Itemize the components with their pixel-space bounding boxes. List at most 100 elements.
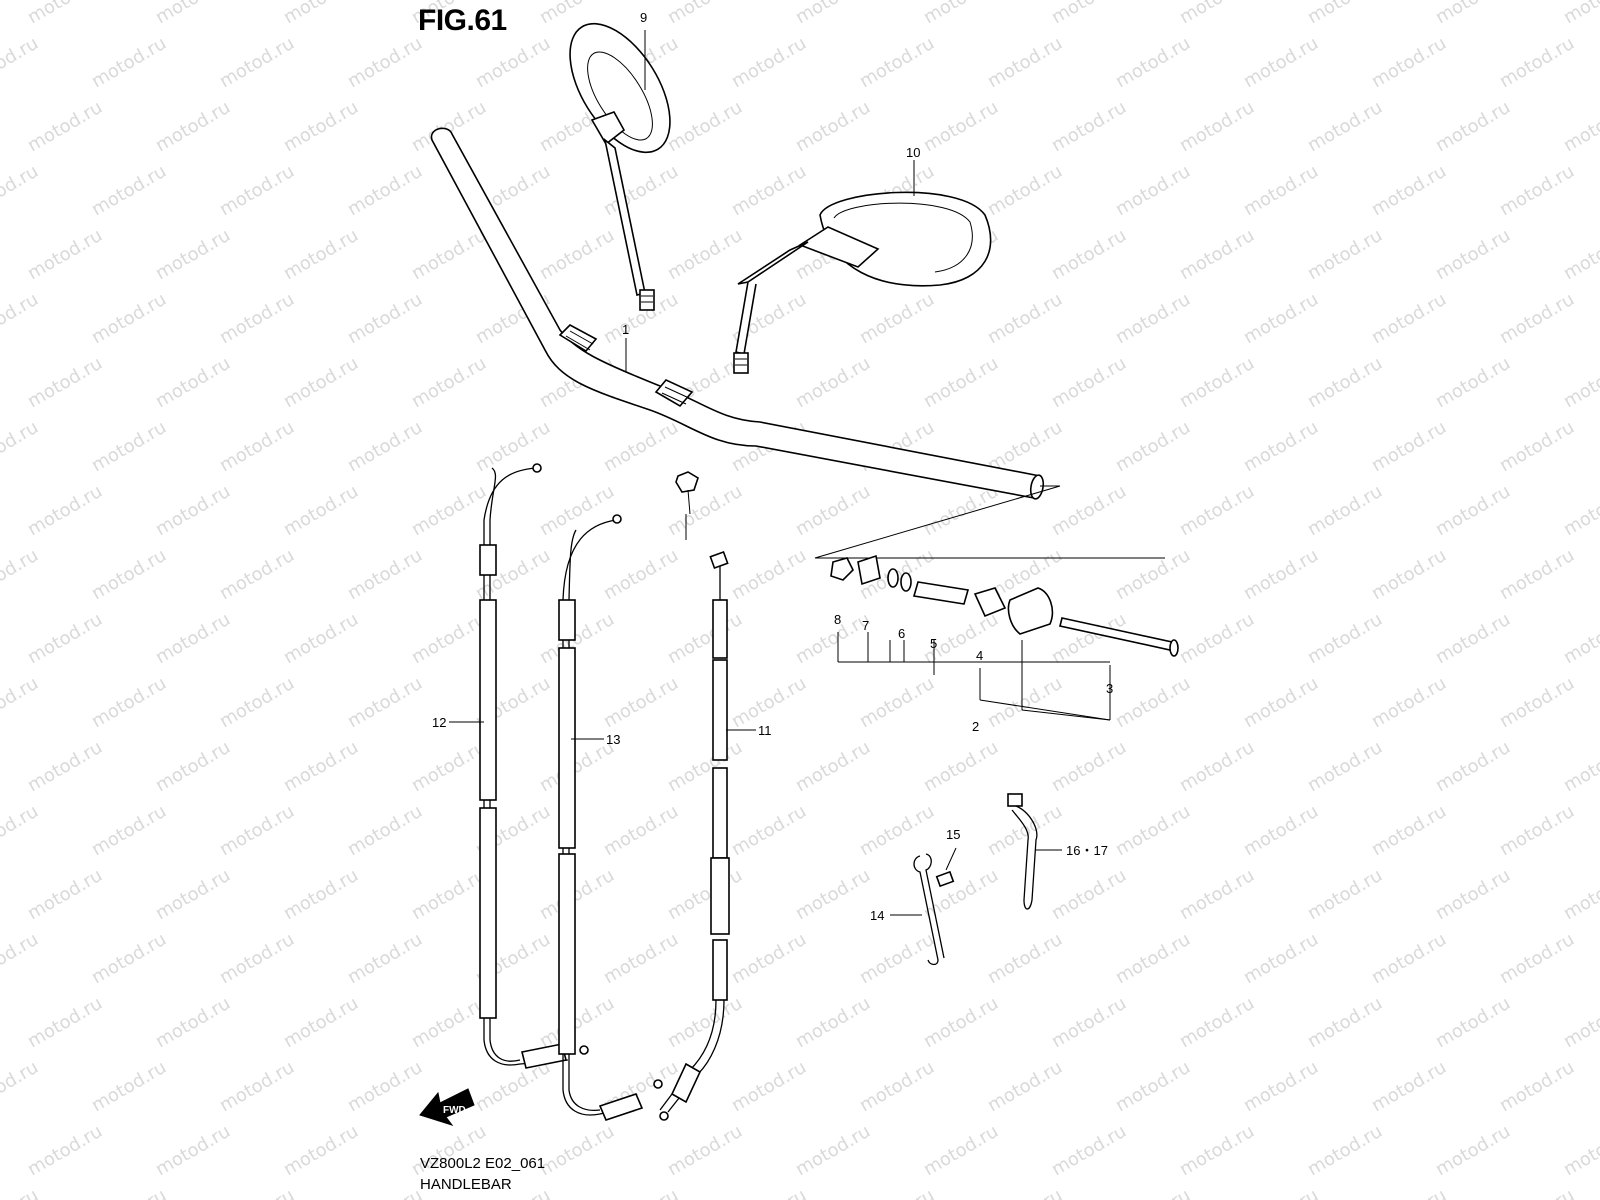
watermark-text: motod.ru [1240,801,1322,860]
watermark-text: motod.ru [1304,97,1386,156]
part-1-handlebar [430,127,1045,500]
part-3-bolt-head [1169,639,1179,657]
watermark-text: motod.ru [984,1057,1066,1116]
watermark-text: motod.ru [1176,225,1258,284]
part-3a-end-weight [1007,587,1054,635]
watermark-text: motod.ru [216,417,298,476]
part-9-left-mirror [569,22,671,311]
watermark-text: motod.ru [344,545,426,604]
watermark-text: motod.ru [1112,1185,1194,1200]
watermark-text: motod.ru [1432,97,1514,156]
watermark-text: motod.ru [1112,289,1194,348]
watermark-text: motod.ru [216,161,298,220]
callout-9: 9 [640,10,647,25]
watermark-text: motod.ru [280,1121,362,1180]
callout-15: 15 [946,827,960,842]
figure-title: FIG.61 [418,4,507,37]
watermark-text: motod.ru [1304,353,1386,412]
watermark-text: motod.ru [984,289,1066,348]
watermark-text: motod.ru [24,609,106,668]
watermark-text: motod.ru [280,865,362,924]
watermark-text: motod.ru [1368,161,1450,220]
watermark-text: motod.ru [1432,609,1514,668]
watermark-text: motod.ru [152,97,234,156]
watermark-text: motod.ru [0,289,42,348]
part-5-spacer [912,581,970,605]
watermark-text: motod.ru [216,33,298,92]
watermark-text: motod.ru [984,801,1066,860]
watermark-text: motod.ru [472,1057,554,1116]
watermark-text: motod.ru [792,353,874,412]
watermark-text: motod.ru [1112,417,1194,476]
watermark-text: motod.ru [88,801,170,860]
watermark-text: motod.ru [920,865,1002,924]
watermark-text: motod.ru [664,481,746,540]
watermark-text: motod.ru [1048,97,1130,156]
watermark-text: motod.ru [152,865,234,924]
watermark-text: motod.ru [152,353,234,412]
watermark-text: motod.ru [0,417,42,476]
watermark-text: motod.ru [280,225,362,284]
watermark-text: motod.ru [1432,353,1514,412]
watermark-text: motod.ru [344,289,426,348]
fwd-arrow: FWD [419,1088,475,1126]
watermark-text: motod.ru [1560,0,1600,28]
callout-6: 6 [898,626,905,641]
watermark-text: motod.ru [0,545,42,604]
watermark-text: motod.ru [408,737,490,796]
watermark-text: motod.ru [792,97,874,156]
watermark-text: motod.ru [0,161,42,220]
fwd-label: FWD [443,1105,466,1116]
watermark-text: motod.ru [152,225,234,284]
watermark-text: motod.ru [920,97,1002,156]
figure-code: VZ800L2 E02_061 [420,1155,546,1172]
callout-10: 10 [906,145,920,160]
watermark-text: motod.ru [24,353,106,412]
watermark-text: motod.ru [1496,417,1578,476]
watermark-text: motod.ru [984,161,1066,220]
watermark-text: motod.ru [1048,865,1130,924]
watermark-text: motod.ru [728,929,810,988]
watermark-text: motod.ru [0,1057,42,1116]
watermark-text: motod.ru [984,929,1066,988]
watermark-text: motod.ru [1368,417,1450,476]
watermark-text: motod.ru [920,0,1002,28]
watermark-text: motod.ru [1112,545,1194,604]
watermark-text: motod.ru [1176,993,1258,1052]
watermark-text: motod.ru [152,609,234,668]
watermark-text: motod.ru [792,865,874,924]
watermark-text: motod.ru [24,737,106,796]
watermark-text: motod.ru [536,0,618,28]
part-11-cable [659,550,730,1121]
part-10-right-mirror [733,191,992,374]
watermark-text: motod.ru [1112,801,1194,860]
watermark-text: motod.ru [344,161,426,220]
watermark-text: motod.ru [1432,225,1514,284]
watermark-text: motod.ru [408,865,490,924]
callout-14: 14 [870,908,884,923]
watermark-text: motod.ru [1176,353,1258,412]
watermark-text: motod.ru [1240,673,1322,732]
watermark-text: motod.ru [600,801,682,860]
watermark-text: motod.ru [1240,161,1322,220]
watermark-text: motod.ru [88,929,170,988]
watermark-text: motod.ru [24,97,106,156]
watermark-text: motod.ru [1432,0,1514,28]
watermark-text: motod.ru [1368,673,1450,732]
watermark-text: motod.ru [1432,481,1514,540]
watermark-text: motod.ru [664,1121,746,1180]
callout-12: 12 [432,715,446,730]
watermark-text: motod.ru [1240,545,1322,604]
watermark-text: motod.ru [1432,1121,1514,1180]
watermark-text: motod.ru [344,33,426,92]
watermark-text: motod.ru [1240,929,1322,988]
watermark-text: motod.ru [856,801,938,860]
watermark-text: motod.ru [344,417,426,476]
watermark-text: motod.ru [1048,737,1130,796]
watermark-text: motod.ru [728,801,810,860]
watermark-text: motod.ru [0,801,42,860]
watermark-text: motod.ru [1176,1121,1258,1180]
watermark-text: motod.ru [1304,993,1386,1052]
part-6-washer-b [900,572,912,592]
part-6-washer-a [887,568,899,588]
